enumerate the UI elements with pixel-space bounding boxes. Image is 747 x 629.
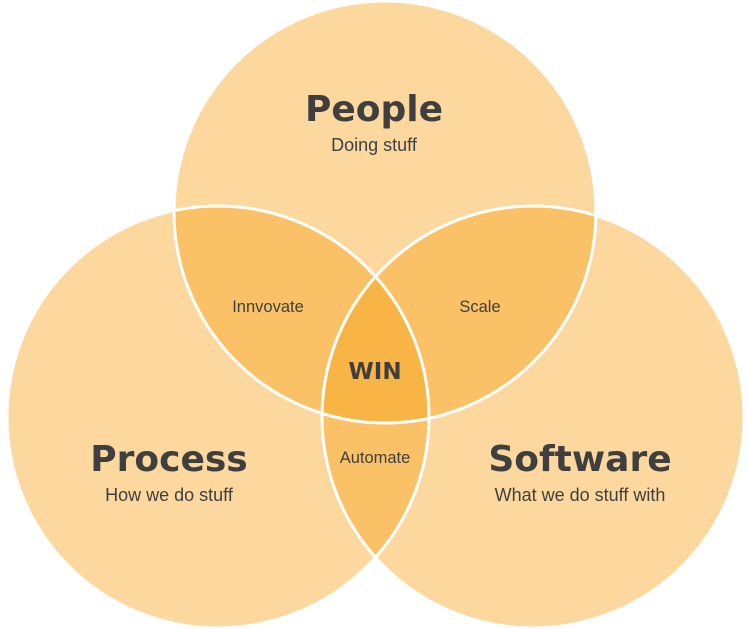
circle-process (7, 206, 429, 628)
circle-outlines (5, 0, 746, 629)
overlap-process-software-label: Automate (340, 449, 411, 467)
outline-process (5, 204, 431, 629)
software-subtitle: What we do stuff with (495, 485, 666, 505)
overlap-people-software-label: Scale (459, 298, 500, 316)
process-subtitle: How we do stuff (105, 485, 234, 505)
center-win-label: WIN (348, 359, 401, 385)
outline-software (320, 204, 746, 629)
people-subtitle: Doing stuff (331, 135, 418, 155)
process-title: Process (90, 439, 247, 480)
circle-fills (7, 1, 744, 628)
software-title: Software (488, 439, 671, 480)
circle-people (174, 1, 596, 423)
circle-software (322, 206, 744, 628)
overlap-people-process-label: Innvovate (232, 298, 304, 316)
people-title: People (305, 89, 443, 130)
